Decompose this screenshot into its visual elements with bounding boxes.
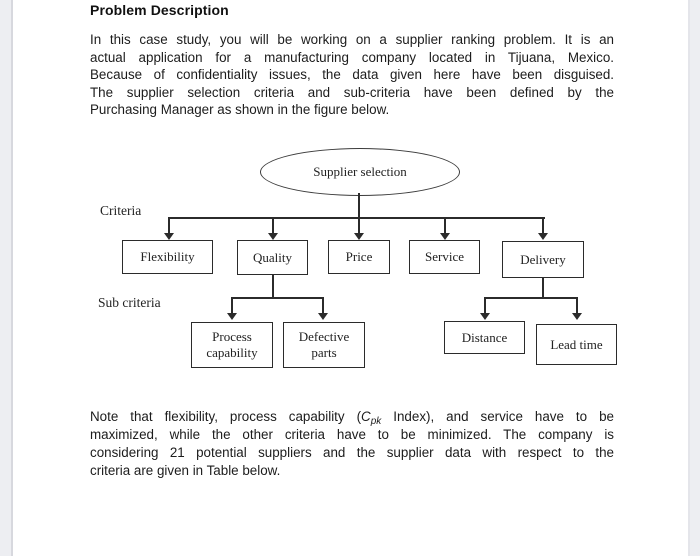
arrow-down-icon (440, 233, 450, 240)
note-paragraph: Note that flexibility, process capabilit… (90, 408, 614, 480)
note-text: Note that flexibility, process capabilit… (90, 409, 362, 424)
connector-line (576, 299, 578, 313)
criteria-level-label: Criteria (100, 203, 142, 218)
paragraph-line: actual application for a manufacturing c… (90, 49, 614, 65)
arrow-down-icon (538, 233, 548, 240)
cpk-subscript: pk (370, 416, 382, 427)
connector-line (322, 299, 324, 313)
paragraph-line: criteria are given in Table below. (90, 463, 281, 478)
connector-line (484, 297, 578, 299)
page-left-gutter (0, 0, 11, 556)
root-node-supplier-selection: Supplier selection (260, 148, 460, 196)
subcriteria-box-distance: Distance (444, 321, 525, 354)
criteria-box-delivery: Delivery (502, 241, 584, 278)
subcriteria-box-label: Defective parts (298, 329, 350, 360)
criteria-box-price: Price (328, 240, 390, 274)
connector-line (168, 219, 170, 233)
arrow-down-icon (164, 233, 174, 240)
subcriteria-box-defective-parts: Defective parts (283, 322, 365, 368)
connector-line (231, 299, 233, 313)
paragraph-line: Note that flexibility, process capabilit… (90, 408, 614, 427)
subcriteria-box-label: Lead time (550, 336, 603, 352)
subcriteria-box-label: Distance (461, 329, 508, 345)
connector-line (271, 275, 274, 299)
page-right-gutter (690, 0, 700, 556)
criteria-box-service: Service (409, 240, 480, 274)
paragraph-line: maximized, while the other criteria have… (90, 427, 614, 442)
paragraph-line: In this case study, you will be working … (90, 32, 614, 47)
connector-line (542, 278, 544, 299)
subcriteria-box-process-capability: Process capability (191, 322, 273, 368)
cpk-symbol: C (361, 409, 371, 424)
subcriteria-box-lead-time: Lead time (536, 324, 617, 365)
criteria-box-label: Quality (253, 249, 292, 265)
note-text: Index), and service have to be (381, 409, 614, 424)
connector-line (444, 219, 446, 233)
arrow-down-icon (267, 233, 278, 240)
page-right-edge-line (688, 0, 690, 556)
section-heading: Problem Description (90, 2, 229, 18)
criteria-box-label: Price (345, 249, 373, 265)
subcriteria-level-label: Sub criteria (98, 295, 161, 310)
connector-line (542, 219, 544, 233)
criteria-box-quality: Quality (237, 240, 308, 275)
connector-line (484, 299, 486, 313)
arrow-down-icon (480, 313, 490, 320)
paragraph-line: Purchasing Manager as shown in the figur… (90, 102, 390, 118)
arrow-down-icon (227, 313, 237, 320)
criteria-box-label: Service (425, 249, 464, 265)
arrow-down-icon (353, 233, 364, 240)
criteria-box-label: Delivery (520, 251, 566, 267)
connector-line (271, 219, 274, 233)
connector-line (357, 193, 360, 219)
subcriteria-box-label: Process capability (206, 329, 258, 360)
criteria-box-flexibility: Flexibility (122, 240, 213, 274)
paragraph-line: Because of confidentiality issues, the d… (90, 67, 614, 83)
root-node-label: Supplier selection (313, 164, 407, 179)
page-left-edge-line (11, 0, 13, 556)
connector-line (357, 219, 360, 233)
criteria-box-label: Flexibility (140, 249, 195, 265)
arrow-down-icon (572, 313, 582, 320)
connector-line (231, 297, 324, 299)
problem-description-paragraph: In this case study, you will be working … (90, 31, 614, 119)
paragraph-line: The supplier selection criteria and sub-… (90, 84, 614, 100)
arrow-down-icon (318, 313, 328, 320)
connector-line (168, 217, 545, 219)
paragraph-line: considering 21 potential suppliers and t… (90, 445, 614, 460)
